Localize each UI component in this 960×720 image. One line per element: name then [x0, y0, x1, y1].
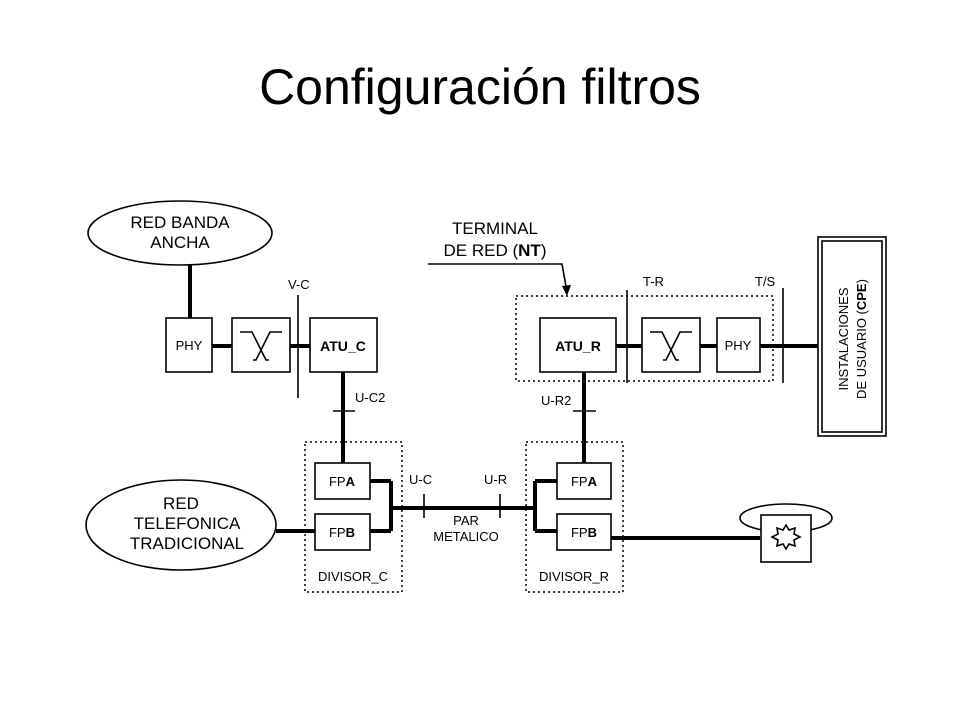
phy-left-box — [165, 317, 213, 373]
atu-c-box — [309, 317, 378, 373]
label-u-r: U-R — [484, 472, 507, 487]
atu-r-box — [539, 317, 617, 373]
interface-ticks — [297, 288, 784, 518]
fpb-r-box — [556, 513, 612, 551]
connection-lines — [188, 263, 818, 540]
fpb-c-label: FPB — [329, 525, 355, 540]
cpe-label-1: INSTALACIONES — [836, 287, 851, 390]
red-telefonica-label-2: TELEFONICA — [134, 514, 241, 533]
phy-left-label: PHY — [176, 338, 203, 353]
terminal-label-1: TERMINAL — [452, 219, 538, 238]
atu-r-label: ATU_R — [555, 338, 601, 354]
filter-left-icon — [240, 331, 282, 361]
label-u-c2: U-C2 — [355, 390, 385, 405]
phy-right-label: PHY — [725, 338, 752, 353]
cpe-label: INSTALACIONES DE USUARIO (CPE) — [836, 279, 869, 399]
red-telefonica-label-1: RED — [163, 494, 199, 513]
red-telefonica-label-3: TRADICIONAL — [130, 534, 244, 553]
terminal-pointer-arrow — [428, 263, 571, 296]
fpb-c-box — [314, 513, 371, 551]
slide-title: Configuración filtros — [259, 59, 701, 115]
cpe-box-outer — [817, 236, 887, 437]
filter-right-icon — [650, 331, 692, 361]
par-metalico-label-2: METALICO — [433, 529, 499, 544]
fpb-r-label: FPB — [571, 525, 597, 540]
divisor-c-group — [304, 441, 403, 593]
phy-right-box — [716, 317, 761, 373]
label-t-r: T-R — [643, 274, 664, 289]
cpe-box-inner — [821, 240, 883, 433]
par-metalico-label-1: PAR — [453, 513, 479, 528]
red-banda-ancha-label-1: RED BANDA — [130, 213, 230, 232]
filter-right-box — [641, 317, 701, 373]
red-banda-ancha-label-2: ANCHA — [150, 233, 210, 252]
fpa-c-box — [314, 462, 371, 500]
label-u-r2: U-R2 — [541, 393, 571, 408]
fpa-r-box — [556, 462, 612, 500]
red-telefonica-node — [85, 479, 277, 571]
terminal-label-2: DE RED (NT) — [444, 241, 547, 260]
red-banda-ancha-node — [87, 200, 273, 266]
fpa-c-label: FPA — [329, 474, 356, 489]
cpe-label-2: DE USUARIO (CPE) — [854, 279, 869, 399]
divisor-r-group — [525, 441, 624, 593]
terminal-group — [515, 295, 774, 382]
filter-left-box — [231, 317, 291, 373]
label-t-s: T/S — [755, 274, 776, 289]
divisor-c-label: DIVISOR_C — [318, 569, 388, 584]
telephone-icon — [739, 503, 833, 563]
fpa-r-label: FPA — [571, 474, 598, 489]
label-u-c: U-C — [409, 472, 432, 487]
divisor-r-label: DIVISOR_R — [539, 569, 609, 584]
label-v-c: V-C — [288, 277, 310, 292]
atu-c-label: ATU_C — [320, 338, 366, 354]
